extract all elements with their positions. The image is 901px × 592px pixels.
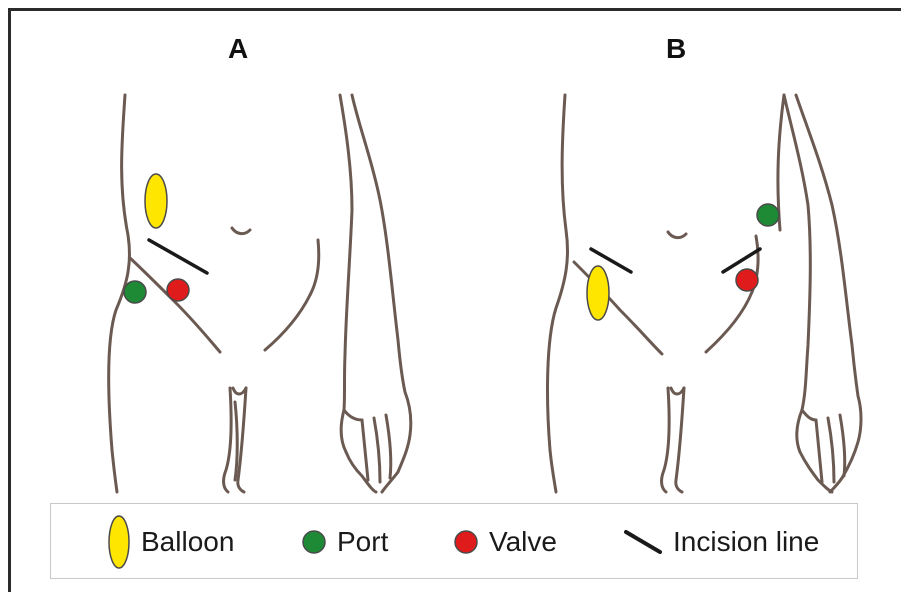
panel-b-incision-line-right — [723, 249, 760, 272]
port-icon — [301, 529, 327, 555]
panel-b-valve — [736, 269, 758, 291]
panel-b-balloon — [587, 266, 609, 320]
legend: Balloon Port Valve Incision line — [50, 503, 858, 579]
panel-a-port — [124, 281, 146, 303]
legend-item-balloon: Balloon — [107, 514, 234, 570]
legend-label-port: Port — [337, 526, 388, 558]
valve-icon — [453, 529, 479, 555]
balloon-icon — [107, 514, 131, 570]
panel-b-port — [757, 204, 779, 226]
panel-b-torso-outline — [548, 95, 759, 492]
panel-a-arm-outline — [340, 95, 411, 492]
panel-a-valve — [167, 279, 189, 301]
panel-a-balloon — [145, 174, 167, 228]
legend-label-incision: Incision line — [673, 526, 819, 558]
legend-label-valve: Valve — [489, 526, 557, 558]
panel-b-arm-outline — [778, 95, 861, 492]
legend-item-incision: Incision line — [623, 522, 819, 562]
panel-a-incision-line — [149, 240, 207, 273]
legend-item-port: Port — [301, 522, 388, 562]
legend-item-valve: Valve — [453, 522, 557, 562]
incision-line-icon — [623, 527, 663, 557]
legend-label-balloon: Balloon — [141, 526, 234, 558]
